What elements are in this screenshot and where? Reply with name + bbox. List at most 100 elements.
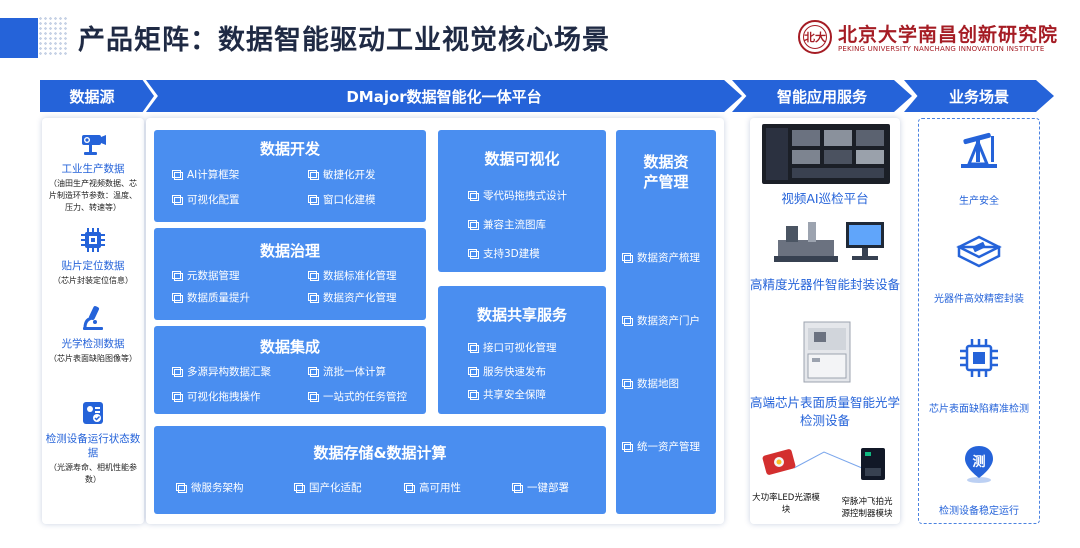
- panel-item: 一键部署: [512, 480, 569, 495]
- panel-item: 支持3D建模: [468, 246, 540, 261]
- source-desc: （芯片表面缺陷图像等）: [49, 354, 137, 363]
- biz-label: 检测设备稳定运行: [939, 506, 1019, 517]
- source-item-device: 检测设备运行状态数据 （光源寿命、相机性能参数）: [42, 398, 144, 486]
- app-surface-inspection: 高端芯片表面质量智能光学检测设备: [750, 395, 901, 428]
- panel-item: 共享安全保障: [468, 387, 546, 402]
- source-title: 检测设备运行状态数据: [45, 433, 141, 459]
- led-module-label: 大功率LED光源模块: [752, 493, 820, 515]
- panel-item: 数据资产门户: [622, 313, 700, 328]
- biz-item-safety: 生产安全: [918, 128, 1040, 207]
- doc-icon: [308, 391, 319, 402]
- panel-item: 可视化配置: [172, 192, 240, 207]
- panel-item: 数据地图: [622, 376, 679, 391]
- logo-chinese-name: 北京大学南昌创新研究院: [838, 24, 1059, 46]
- panel-item: 数据资产化管理: [308, 290, 397, 305]
- biz-label: 芯片表面缺陷精准检测: [929, 404, 1029, 415]
- column-header-app: 智能应用服务: [732, 80, 912, 112]
- panel-data-store: 数据存储&数据计算 微服务架构 国产化适配 高可用性 一键部署: [154, 426, 606, 514]
- doc-icon: [172, 292, 183, 303]
- video-inspection-screenshot: [762, 124, 890, 184]
- doc-icon: [512, 482, 523, 493]
- app-packaging-equipment: 高精度光器件智能封装设备: [750, 277, 901, 292]
- panel-data-dev: 数据开发 AI计算框架 敏捷化开发 可视化配置 窗口化建模: [154, 130, 426, 222]
- connector-lines: [793, 451, 863, 469]
- source-title: 光学检测数据: [61, 338, 125, 350]
- doc-icon: [622, 252, 633, 263]
- panel-item: 国产化适配: [294, 480, 362, 495]
- pin-glyph: 测: [972, 455, 986, 470]
- panel-item: 高可用性: [404, 480, 461, 495]
- panel-item: AI计算框架: [172, 167, 239, 182]
- doc-icon: [172, 366, 183, 377]
- location-pin-icon: 测: [959, 444, 999, 484]
- page-title: 产品矩阵：数据智能驱动工业视觉核心场景: [78, 25, 610, 56]
- biz-item-packaging: 光器件高效精密封装: [918, 234, 1040, 305]
- panel-title: 数据资产管理: [643, 153, 689, 191]
- logo-english-name: PEKING UNIVERSITY NANCHANG INNOVATION IN…: [838, 45, 1045, 53]
- doc-icon: [308, 292, 319, 303]
- chip-icon: [81, 228, 105, 252]
- doc-icon: [404, 482, 415, 493]
- doc-icon: [468, 366, 479, 377]
- doc-icon: [308, 169, 319, 180]
- source-desc: （油田生产视频数据、芯片制造环节参数：温度、压力、转速等）: [49, 179, 137, 212]
- panel-item: 多源异构数据汇聚: [172, 364, 271, 379]
- source-item-placement: 贴片定位数据 （芯片封装定位信息）: [42, 225, 144, 287]
- doc-icon: [468, 219, 479, 230]
- panel-item: 微服务架构: [176, 480, 244, 495]
- panel-title: 数据可视化: [484, 150, 560, 168]
- biz-label: 生产安全: [959, 196, 999, 207]
- source-desc: （光源寿命、相机性能参数）: [49, 463, 137, 484]
- doc-icon: [176, 482, 187, 493]
- source-title: 工业生产数据: [61, 163, 125, 175]
- packaging-equipment-photo: [768, 212, 888, 270]
- panel-data-int: 数据集成 多源异构数据汇聚 流批一体计算 可视化拖拽操作 一站式的任务管控: [154, 326, 426, 414]
- doc-icon: [294, 482, 305, 493]
- panel-item: 可视化拖拽操作: [172, 389, 261, 404]
- biz-item-defect: 芯片表面缺陷精准检测: [918, 336, 1040, 415]
- source-desc: （芯片封装定位信息）: [53, 276, 133, 285]
- doc-icon: [172, 270, 183, 281]
- panel-data-gov: 数据治理 元数据管理 数据标准化管理 数据质量提升 数据资产化管理: [154, 228, 426, 320]
- device-status-icon: [83, 402, 103, 424]
- institute-logo: 北大 北京大学南昌创新研究院 PEKING UNIVERSITY NANCHAN…: [798, 18, 1068, 58]
- panel-title: 数据共享服务: [476, 306, 567, 324]
- panel-item: 数据质量提升: [172, 290, 250, 305]
- panel-item: 一站式的任务管控: [308, 389, 407, 404]
- source-item-optical: 光学检测数据 （芯片表面缺陷图像等）: [42, 303, 144, 365]
- doc-icon: [468, 190, 479, 201]
- controller-module-label: 窄脉冲飞拍光源控制器模块: [841, 497, 893, 519]
- doc-icon: [308, 366, 319, 377]
- led-module-icon: [762, 448, 796, 476]
- doc-icon: [622, 378, 633, 389]
- package-chip-icon: [956, 235, 1002, 268]
- column-header-platform: DMajor数据智能化一体平台: [146, 80, 742, 112]
- oil-pump-icon: [961, 132, 997, 168]
- inspection-equipment-photo: [800, 320, 854, 386]
- panel-title: 数据治理: [259, 242, 320, 260]
- doc-icon: [172, 169, 183, 180]
- doc-icon: [172, 391, 183, 402]
- column-header-source: 数据源: [40, 80, 154, 112]
- camera-icon: [82, 135, 106, 155]
- source-item-production: 工业生产数据 （油田生产视频数据、芯片制造环节参数：温度、压力、转速等）: [42, 128, 144, 214]
- doc-icon: [308, 194, 319, 205]
- chip-inspect-icon: [960, 339, 998, 377]
- panel-data-asset: 数据资产管理 数据资产梳理 数据资产门户 数据地图 统一资产管理: [616, 130, 716, 514]
- panel-item: 统一资产管理: [622, 439, 700, 454]
- panel-title: 数据存储&数据计算: [313, 444, 447, 462]
- panel-data-share: 数据共享服务 接口可视化管理 服务快速发布 共享安全保障: [438, 286, 606, 414]
- panel-title: 数据集成: [259, 338, 320, 356]
- doc-icon: [172, 194, 183, 205]
- doc-icon: [468, 248, 479, 259]
- panel-item: 窗口化建模: [308, 192, 376, 207]
- panel-item: 数据资产梳理: [622, 250, 700, 265]
- column-header-biz: 业务场景: [904, 80, 1054, 112]
- microscope-icon: [83, 306, 103, 330]
- panel-item: 兼容主流图库: [468, 217, 546, 232]
- controller-module-icon: [858, 446, 888, 482]
- doc-icon: [622, 441, 633, 452]
- title-dot-pattern: [38, 16, 68, 56]
- doc-icon: [468, 389, 479, 400]
- panel-item: 零代码拖拽式设计: [468, 188, 567, 203]
